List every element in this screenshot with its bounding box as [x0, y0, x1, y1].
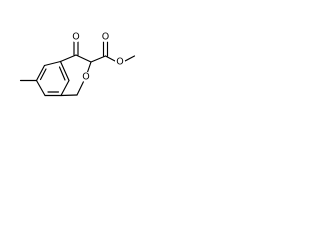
bond-c5-c6-inner [39, 68, 47, 81]
ketone-group [73, 41, 79, 56]
bond-c3-ester-carbon [90, 55, 107, 63]
ester-ether-oxygen: O [114, 57, 126, 68]
bond-ether-o-methyl [124, 55, 136, 62]
ketone-oxygen: O [70, 32, 82, 43]
ketone-oxygen-label: O [72, 32, 79, 43]
bond-c8-c4a-aromatic [60, 79, 70, 97]
bond-c4a-c8a-inner [58, 66, 66, 81]
bond-c8a-c4 [59, 54, 77, 63]
bond-c4-c3 [75, 54, 92, 63]
bond-ester-carbon-ether-o [104, 55, 116, 62]
ring-oxygen: O [80, 72, 92, 83]
benzene-ring [35, 60, 70, 97]
bond-c8a-c5-aromatic [43, 60, 62, 67]
bond-c4a-c8a-aromatic [59, 60, 70, 82]
ester-ether-oxygen-label: O [116, 57, 123, 68]
ester-carbonyl-oxygen: O [100, 32, 111, 43]
bond-c6-c7-aromatic [35, 79, 46, 97]
ring-oxygen-label: O [82, 72, 89, 83]
ester-group [90, 41, 136, 63]
bond-c5-c6-aromatic [35, 64, 46, 82]
chemical-structure-diagram: O O O O [19, 32, 136, 97]
ester-carbonyl-oxygen-label: O [102, 32, 109, 43]
bond-c1-c8 [60, 94, 78, 97]
